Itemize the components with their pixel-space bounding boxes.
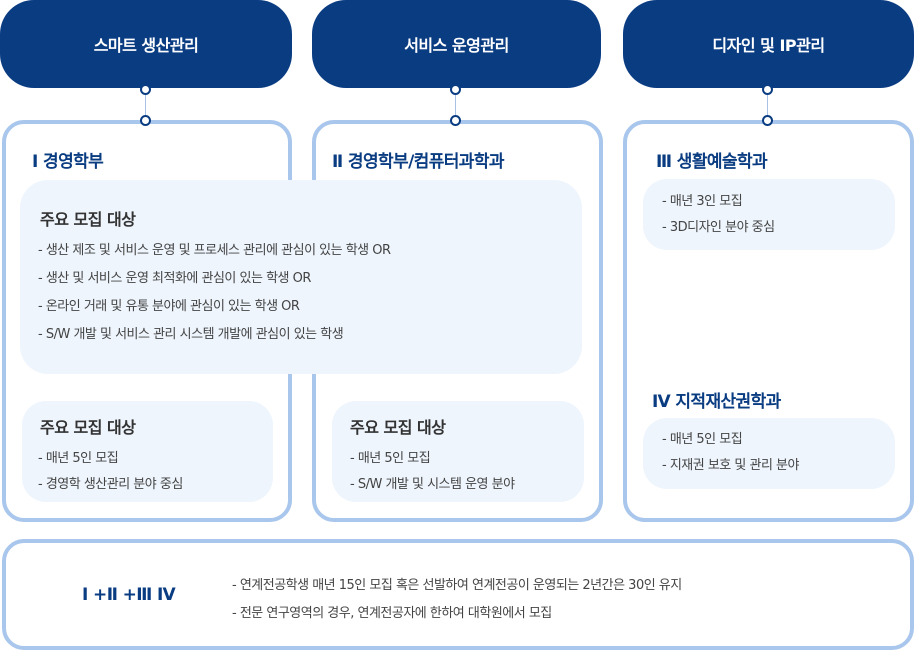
management-recruit-title: 주요 모집 대상 (40, 418, 136, 437)
management-cs-recruit-line: - 매년 5인 모집 (350, 451, 431, 466)
combined-line: - 전문 연구영역의 경우, 연계전공자에 한하여 대학원에서 모집 (232, 606, 552, 621)
management-recruit-line: - 경영학 생산관리 분야 중심 (38, 477, 183, 492)
arts-recruit-line: - 3D디자인 분야 중심 (662, 220, 775, 235)
tab-service-operation: 서비스 운영관리 (312, 0, 601, 88)
ip-recruit-line: - 매년 5인 모집 (662, 432, 743, 447)
connector-dot-1-top (140, 84, 151, 95)
management-recruit-box (22, 401, 273, 502)
connector-dot-1-bottom (140, 115, 151, 126)
heading-management: Ⅰ 경영학부 (32, 152, 104, 172)
tab-smart-production: 스마트 생산관리 (0, 0, 292, 88)
arts-recruit-line: - 매년 3인 모집 (662, 194, 743, 209)
connector-dot-2-bottom (450, 115, 461, 126)
ip-recruit-line: - 지재권 보호 및 관리 분야 (662, 458, 799, 473)
heading-management-cs: Ⅱ 경영학부/컴퓨터과학과 (332, 152, 505, 172)
shared-recruit-line: - S/W 개발 및 서비스 관리 시스템 개발에 관심이 있는 학생 (38, 327, 344, 342)
connector-line-1 (145, 88, 146, 120)
heading-arts: Ⅲ 생활예술학과 (656, 152, 768, 172)
ip-recruit-box (643, 418, 895, 489)
shared-recruit-line: - 생산 제조 및 서비스 운영 및 프로세스 관리에 관심이 있는 학생 OR (38, 243, 391, 258)
panel-combined (2, 539, 914, 650)
management-cs-recruit-line: - S/W 개발 및 시스템 운영 분야 (350, 477, 515, 492)
management-recruit-line: - 매년 5인 모집 (38, 451, 119, 466)
arts-recruit-box (643, 179, 895, 250)
tab-design-ip: 디자인 및 IP관리 (623, 0, 914, 88)
connector-line-2 (455, 88, 456, 120)
management-cs-recruit-box (332, 401, 584, 502)
combined-line: - 연계전공학생 매년 15인 모집 혹은 선발하여 연계전공이 운영되는 2년… (232, 578, 682, 593)
management-cs-recruit-title: 주요 모집 대상 (350, 418, 446, 437)
shared-recruit-line: - 생산 및 서비스 운영 최적화에 관심이 있는 학생 OR (38, 271, 311, 286)
shared-recruit-line: - 온라인 거래 및 유통 분야에 관심이 있는 학생 OR (38, 299, 300, 314)
heading-ip: Ⅳ 지적재산권학과 (652, 392, 781, 412)
connector-line-3 (767, 88, 768, 120)
connector-dot-2-top (450, 84, 461, 95)
connector-dot-3-bottom (762, 115, 773, 126)
combined-label: Ⅰ +Ⅱ +Ⅲ Ⅳ (82, 585, 176, 605)
connector-dot-3-top (762, 84, 773, 95)
shared-recruit-box (20, 180, 582, 374)
shared-recruit-title: 주요 모집 대상 (40, 210, 136, 229)
